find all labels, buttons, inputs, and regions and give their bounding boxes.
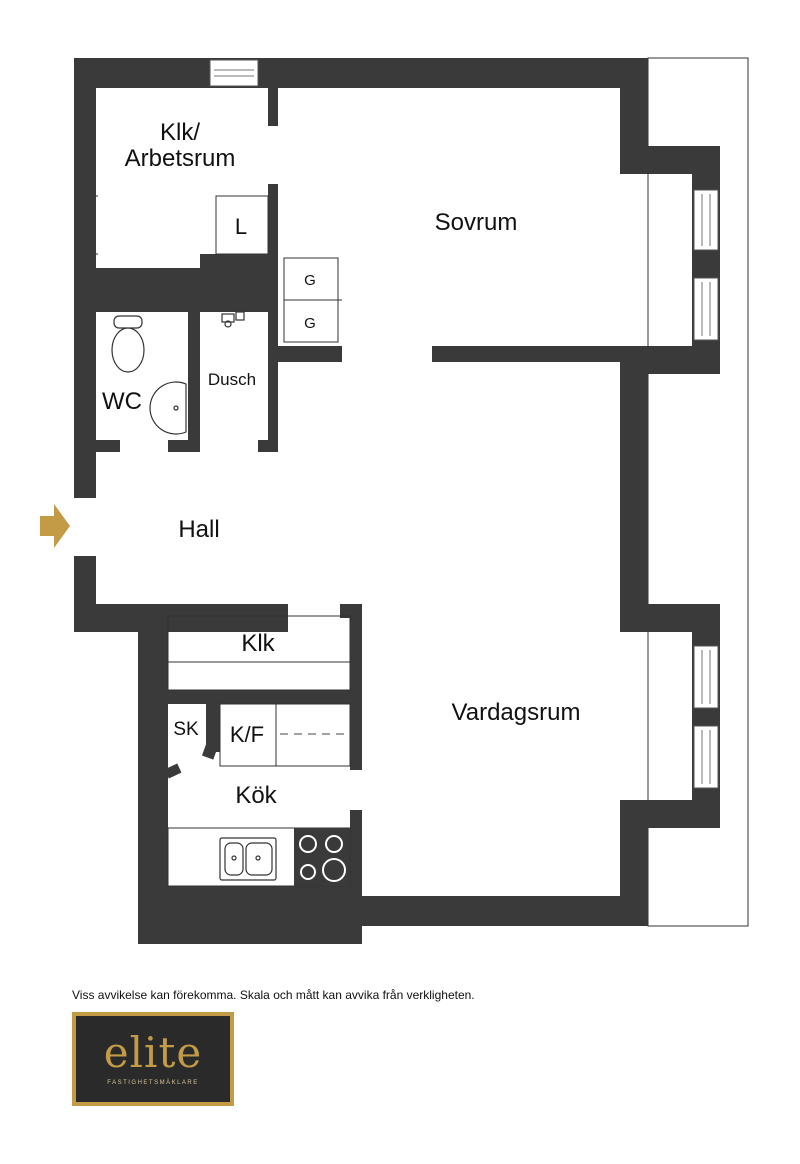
entrance-arrow-icon (40, 504, 70, 548)
room-label-shower: Dusch (208, 370, 256, 389)
room-label-kitchen: Kök (235, 782, 277, 809)
room-label-office-line1: Klk/ (160, 119, 200, 146)
room-label-living-room: Vardagsrum (452, 699, 581, 726)
room-label-wc: WC (102, 388, 142, 415)
shower-tap-icon (221, 311, 245, 328)
room-label-storage: SK (173, 719, 199, 740)
disclaimer-text: Viss avvikelse kan förekomma. Skala och … (72, 988, 475, 1002)
room-label-office-line2: Arbetsrum (125, 145, 236, 172)
room-label-bedroom: Sovrum (435, 209, 518, 236)
logo-tagline: FASTIGHETSMÄKLARE (107, 1080, 199, 1086)
windows (209, 59, 719, 789)
floor-plan: Klk/ Arbetsrum Sovrum L G G WC Dusch Hal… (40, 57, 749, 944)
sink-icon (149, 381, 187, 435)
label-linen: L (235, 214, 247, 239)
stove-icon (294, 828, 350, 886)
elite-logo: elite FASTIGHETSMÄKLARE (72, 1012, 234, 1106)
kitchen-sink-icon (219, 837, 277, 881)
label-wardrobe-2: G (304, 315, 316, 332)
room-label-fridge-freezer: K/F (230, 722, 264, 747)
room-label-hall: Hall (178, 516, 219, 543)
walls (74, 58, 720, 944)
sk-door (164, 763, 182, 779)
label-wardrobe-1: G (304, 272, 316, 289)
window-panes (214, 69, 711, 784)
thin-partitions (96, 195, 351, 887)
sk-door-stub (201, 742, 219, 760)
toilet-icon (111, 315, 145, 373)
room-label-closet: Klk (241, 630, 275, 657)
logo-wordmark: elite (103, 1028, 203, 1077)
